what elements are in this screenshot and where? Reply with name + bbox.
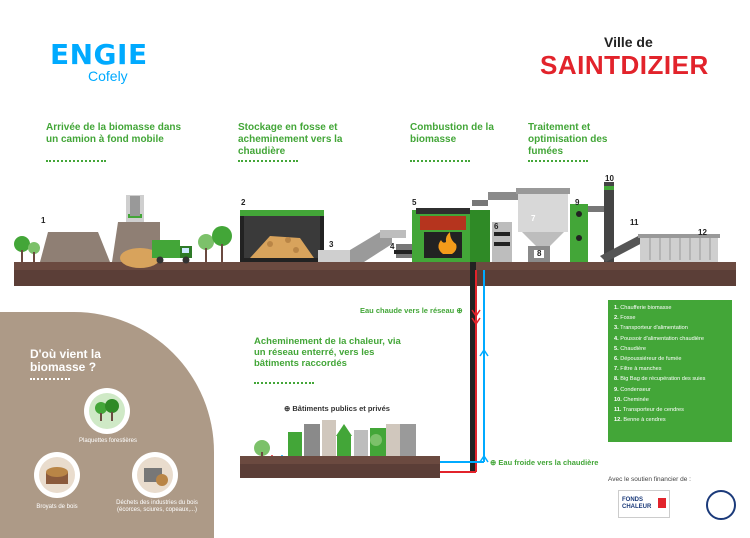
legend-item: 6. Dépoussiéreur de fumée [614, 356, 682, 363]
step-title-storage: Stockage en fosse et acheminement vers l… [238, 122, 343, 157]
town-buildings-icon [240, 420, 440, 478]
legend-item: 1. Chaufferie biomasse [614, 305, 672, 311]
legend-item: 8. Big Bag de récupération des suies [614, 376, 706, 383]
info-icon: ⊕ [490, 458, 497, 467]
network-description: Acheminement de la chaleur, via un résea… [254, 336, 401, 369]
hot-water-text: Eau chaude vers le réseau [360, 306, 455, 315]
buildings-text: Bâtiments publics et privés [292, 404, 390, 413]
step-divider [410, 160, 470, 162]
hot-water-label: Eau chaude vers le réseau ⊕ [360, 306, 463, 315]
legend-panel: 1. Chaufferie biomasse 2. Fosse 3. Trans… [608, 300, 732, 442]
legend-item: 5. Chaudière [614, 345, 647, 352]
city-prefix: Ville de [604, 34, 653, 50]
ground [14, 262, 736, 272]
legend-item: 10. Cheminée [614, 396, 649, 403]
biomass-label: Plaquettes forestières [78, 438, 138, 444]
legend-item: 7. Filtre à manches [614, 366, 662, 373]
forest-chips-icon [84, 388, 130, 434]
support-text: Avec le soutien financier de : [608, 476, 691, 483]
condenser-icon [570, 204, 606, 262]
legend-item: 4. Poussoir d'alimentation chaudière [614, 335, 705, 342]
step-number: 2 [241, 198, 246, 207]
step-number: 10 [605, 174, 614, 183]
step-number: 9 [575, 198, 580, 207]
step-number: 12 [698, 228, 707, 237]
network-divider [254, 382, 314, 384]
flag-icon [658, 498, 666, 508]
legend-item: 9. Condenseur [614, 386, 651, 393]
ash-skip-icon [638, 234, 720, 262]
step-title-arrival: Arrivée de la biomasse dans un camion à … [46, 122, 182, 145]
biomass-title: D'où vient la biomasse ? [30, 347, 101, 374]
step-number: 7 [531, 214, 536, 223]
step-number: 3 [329, 240, 334, 249]
step-number: 11 [630, 218, 639, 227]
biomass-origin-panel: D'où vient la biomasse ? Plaquettes fore… [0, 312, 214, 538]
bag-filter-icon [516, 188, 570, 262]
legend-item: 3. Transporteur d'alimentation [614, 325, 688, 332]
fonds-chaleur-text: FONDS CHALEUR [622, 497, 652, 510]
step-divider [46, 160, 106, 162]
biomass-label: Déchets des industries du bois (écorces,… [116, 500, 198, 513]
truck-icon [152, 240, 192, 264]
chimney-icon [604, 182, 614, 262]
biomass-label: Broyats de bois [36, 504, 78, 510]
step-number: 8 [537, 249, 542, 258]
step-title-combustion: Combustion de la biomasse [410, 122, 494, 145]
ash-conveyor-icon [600, 234, 648, 262]
legend-item: 2. Fosse [614, 315, 636, 322]
feed-conveyor-icon [318, 230, 406, 262]
step-title-treatment: Traitement et optimisation des fumées [528, 122, 608, 157]
legend-item: 11. Transporteur de cendres [614, 407, 684, 414]
arrival-area-icon [14, 195, 160, 268]
dust-separator-icon [492, 222, 512, 262]
buildings-label: ⊕ Bâtiments publics et privés [284, 404, 390, 413]
boiler-building-icon [412, 192, 532, 262]
legend-item: 12. Benne à cendres [614, 417, 666, 424]
storage-pit-icon [240, 210, 324, 262]
fonds-chaleur-logo: FONDS CHALEUR [618, 490, 670, 518]
city-logo: SAINTDIZIER [540, 50, 709, 80]
cofely-logo: Cofely [88, 68, 128, 84]
seal-logo [706, 490, 736, 520]
step-number: 5 [412, 198, 417, 207]
biomass-divider [30, 378, 70, 380]
step-number: 6 [494, 222, 499, 231]
wood-waste-icon [132, 452, 178, 498]
legend-list: 1. Chaufferie biomasse 2. Fosse 3. Trans… [608, 300, 732, 425]
engie-logo: ENGIE [50, 38, 148, 71]
wood-chips-icon [34, 452, 80, 498]
info-icon: ⊕ [284, 404, 291, 413]
step-divider [238, 160, 298, 162]
tree-icon [198, 226, 232, 262]
step-number: 1 [41, 216, 46, 225]
step-number: 4 [390, 242, 395, 251]
cold-water-text: Eau froide vers la chaudière [498, 458, 599, 467]
step-divider [528, 160, 588, 162]
info-icon: ⊕ [456, 306, 463, 315]
feed-pusher-icon [394, 244, 412, 258]
cold-water-label: ⊕ Eau froide vers la chaudière [490, 458, 598, 467]
ground-base [14, 270, 736, 286]
